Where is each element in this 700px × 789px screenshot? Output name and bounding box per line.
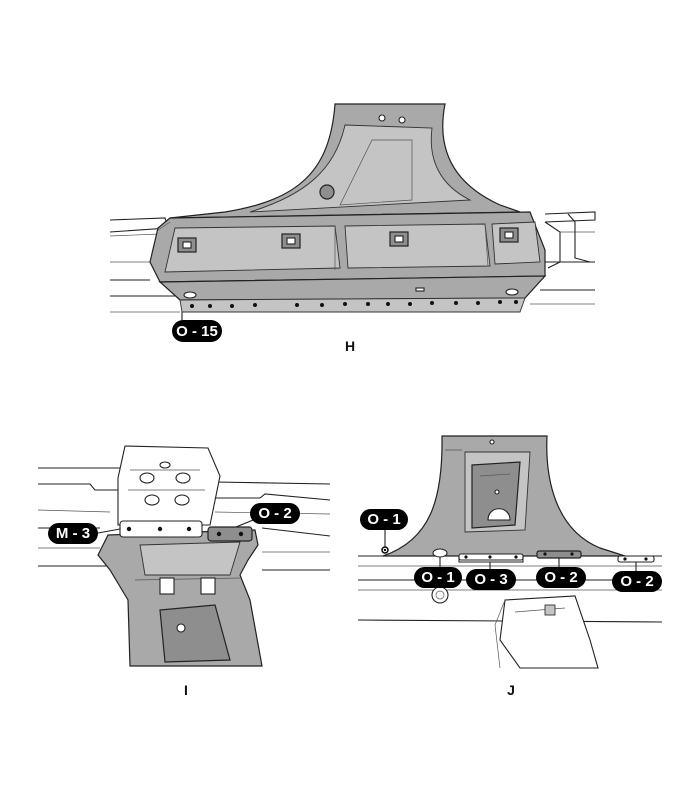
svg-text:O - 1: O - 1 xyxy=(421,569,454,586)
bolt-square xyxy=(177,237,197,253)
callout-o1: O - 1 xyxy=(414,567,462,588)
callout-o2-right: O - 2 xyxy=(612,571,662,592)
view-h-illustration xyxy=(109,103,596,320)
callout-o2-mid: O - 2 xyxy=(536,567,586,588)
sill-hole xyxy=(431,586,449,604)
callout-o1-top: O - 1 xyxy=(360,509,408,530)
view-j-illustration xyxy=(357,435,663,669)
view-i-illustration xyxy=(37,445,331,667)
callout-o15: O - 15 xyxy=(172,320,222,342)
callout-o2-i: O - 2 xyxy=(250,503,300,524)
svg-text:O - 3: O - 3 xyxy=(474,571,507,588)
bolt-square xyxy=(499,227,519,243)
pillar-hole xyxy=(319,184,335,200)
svg-text:O - 2: O - 2 xyxy=(620,573,653,590)
view-label-h: H xyxy=(345,338,355,354)
svg-text:O - 15: O - 15 xyxy=(176,323,218,340)
pillar-hole xyxy=(378,114,386,122)
pillar-hole xyxy=(398,116,406,124)
weld-spots-o15 xyxy=(190,300,518,308)
svg-text:M - 3: M - 3 xyxy=(56,525,90,542)
callout-o3: O - 3 xyxy=(466,569,516,590)
view-label-i: I xyxy=(184,682,188,698)
svg-text:O - 1: O - 1 xyxy=(367,511,400,528)
bolt-square xyxy=(389,231,409,247)
svg-text:O - 2: O - 2 xyxy=(544,569,577,586)
weld-strip-o2 xyxy=(207,526,253,542)
bracket-hole xyxy=(176,623,186,633)
bolt-square xyxy=(281,233,301,249)
view-label-j: J xyxy=(507,682,515,698)
callout-m3: M - 3 xyxy=(48,523,98,544)
svg-text:O - 2: O - 2 xyxy=(258,505,291,522)
